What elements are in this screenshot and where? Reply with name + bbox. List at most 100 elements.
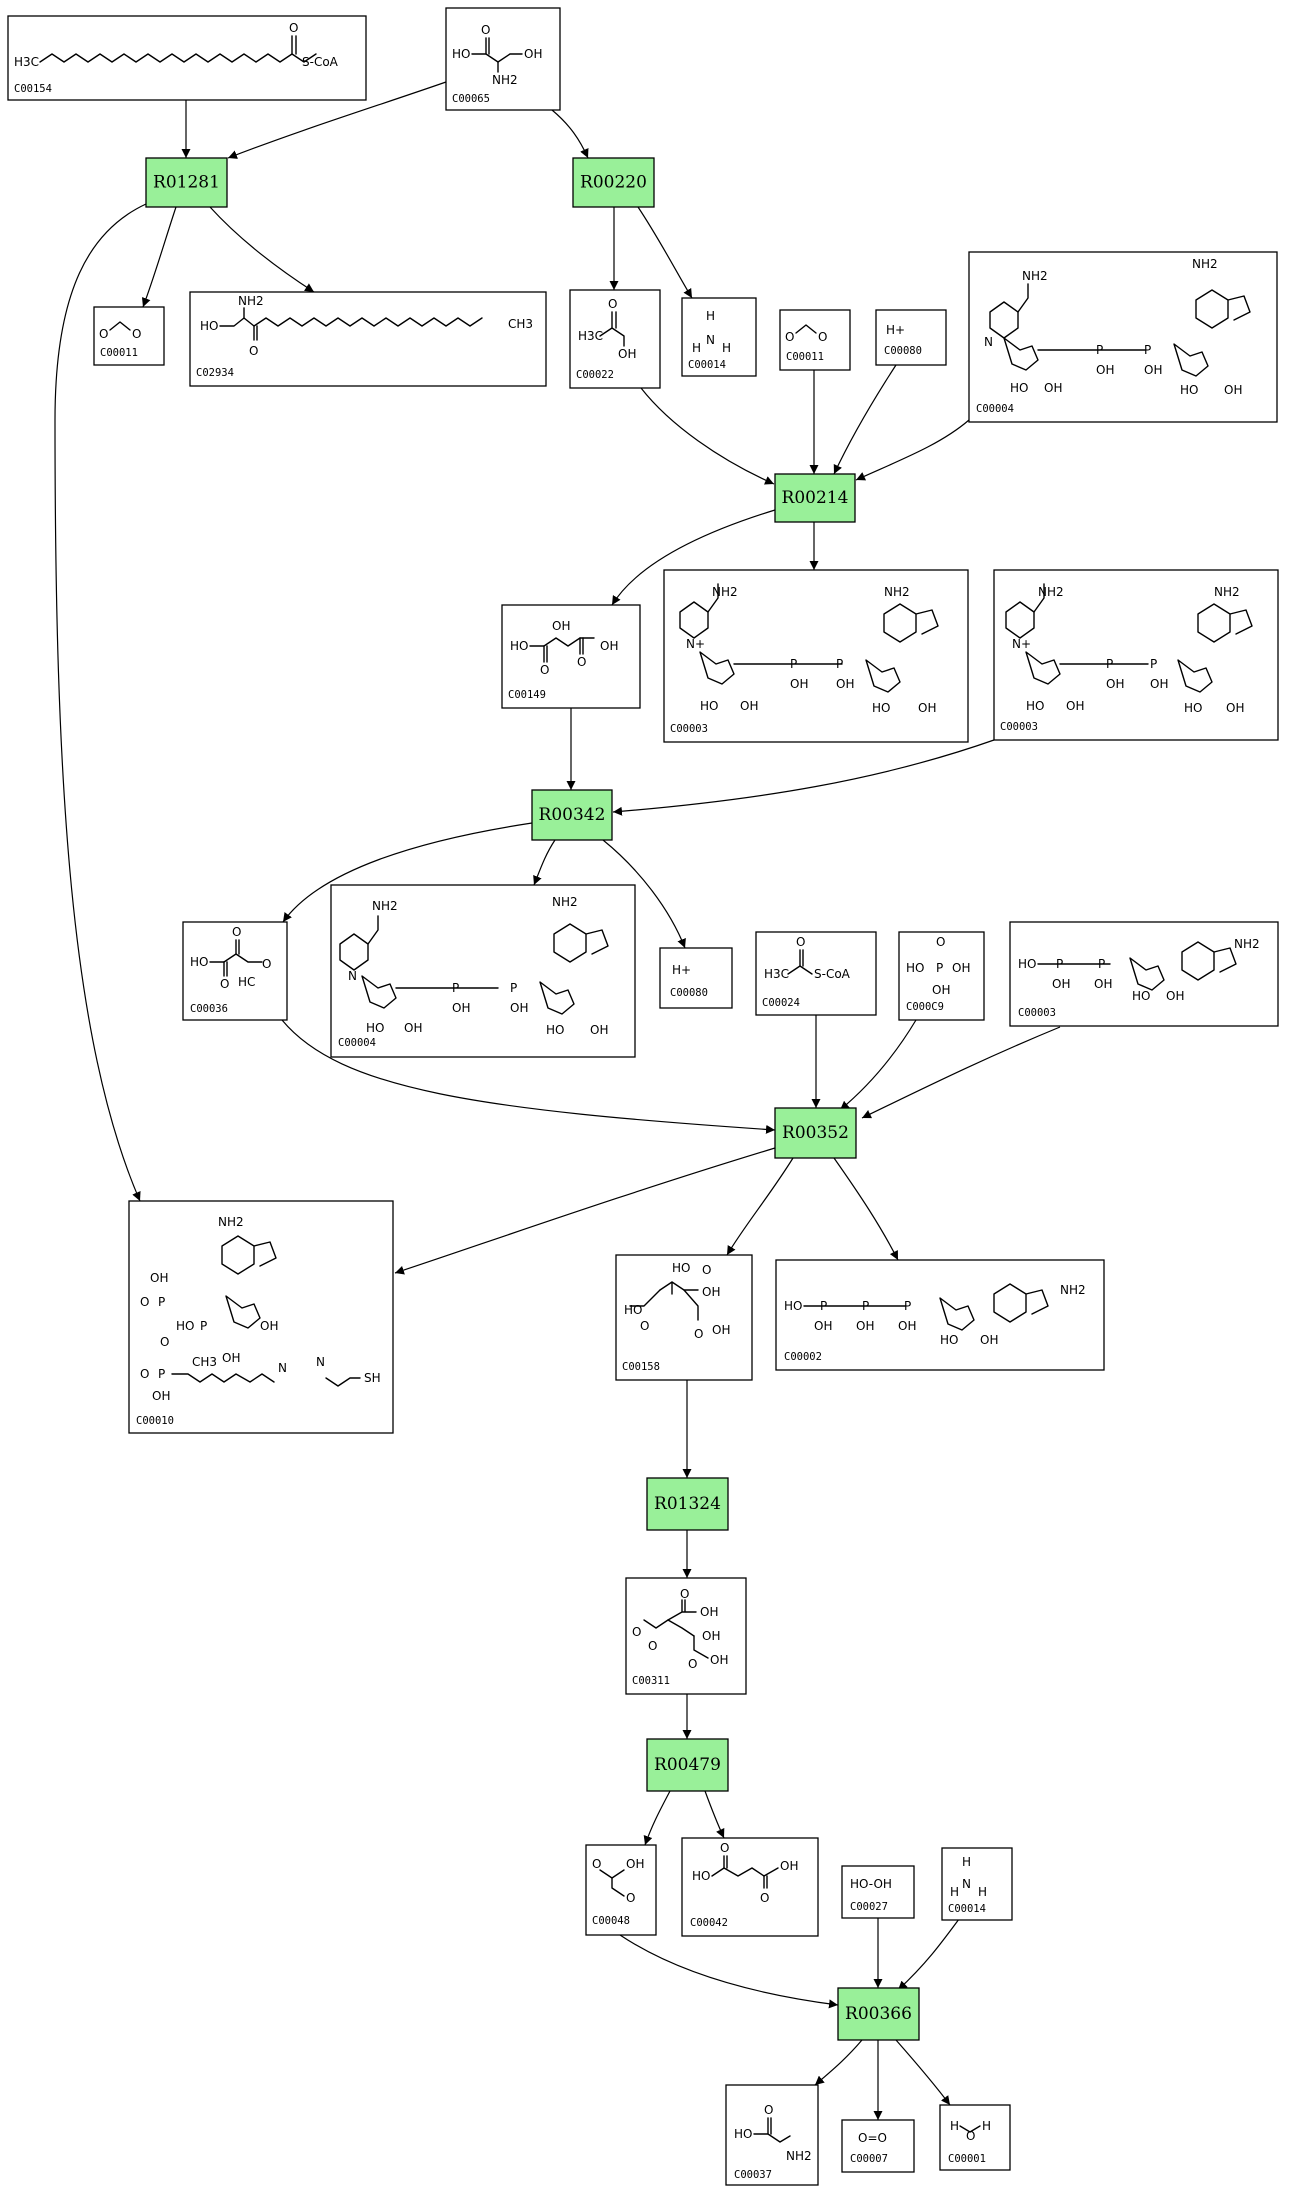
compound-box — [725, 2084, 819, 2186]
atom-label: P — [862, 1299, 869, 1313]
atom-label: O — [626, 1891, 635, 1905]
structure-bonds — [109, 321, 131, 331]
reaction-r00352[interactable]: R00352 — [774, 1107, 857, 1159]
compound-box — [841, 1865, 915, 1919]
atom-label: OH — [1044, 381, 1062, 395]
atom-label: H3C — [14, 55, 39, 69]
atom-label: N — [278, 1361, 287, 1375]
compound-id: C00154 — [14, 83, 52, 95]
reaction-r00214[interactable]: R00214 — [774, 473, 856, 523]
compound-c00004-a[interactable]: NH2 N HO OH P P OH OH HO OH NH2 C00004 — [968, 251, 1278, 423]
compound-c00022[interactable]: H3C O OH C00022 — [569, 289, 661, 389]
reaction-label: R01281 — [153, 173, 220, 193]
compound-c00048[interactable]: O OH O C00048 — [585, 1844, 657, 1936]
compound-c02934[interactable]: HO NH2 O CH3 C02934 — [189, 291, 547, 387]
compound-c00158[interactable]: HO O OH HO O O OH C00158 — [615, 1254, 753, 1381]
reaction-r00220[interactable]: R00220 — [572, 157, 655, 208]
compound-c00154[interactable]: H3C O S-CoA C00154 — [7, 15, 367, 101]
reaction-box — [531, 789, 613, 841]
atom-label: HO — [1026, 699, 1044, 713]
atom-label: O — [632, 1625, 641, 1639]
compound-c00003-c[interactable]: HO P P OH OH HO OH NH2 C00003 — [1009, 921, 1279, 1027]
atom-label: P — [158, 1295, 165, 1309]
compound-c00042[interactable]: HO O O OH C00042 — [681, 1837, 819, 1937]
compound-c00010[interactable]: NH2 OH OH O P HO P O O P OH CH3 OH N N S… — [128, 1200, 394, 1434]
structure-bonds — [707, 583, 719, 613]
compound-c00080-a[interactable]: H+ C00080 — [875, 309, 947, 366]
compound-c00003-b[interactable]: NH2 N+ HO OH P P OH OH HO OH NH2 C00003 — [993, 569, 1279, 741]
compound-c00001[interactable]: H O H C00001 — [939, 2104, 1011, 2171]
atom-label: N+ — [1012, 637, 1031, 651]
compound-c00009[interactable]: O HO P OH OH C000C9 — [898, 931, 985, 1021]
reaction-label: R00366 — [845, 2004, 912, 2024]
atom-label: OH — [1094, 977, 1112, 991]
atom-label: OH — [590, 1023, 608, 1037]
structure-bonds — [611, 1877, 625, 1897]
compound-c00014-b[interactable]: H N H H C00014 — [941, 1847, 1013, 1921]
atom-label: O — [540, 663, 549, 677]
atom-label: NH2 — [786, 2149, 812, 2163]
atom-label: NH2 — [1038, 585, 1064, 599]
atom-label: O — [702, 1263, 711, 1277]
edge-c00048-r00366 — [619, 1934, 839, 2009]
compound-c00037[interactable]: HO O NH2 C00037 — [725, 2084, 819, 2186]
compound-c00011-b[interactable]: O O C00011 — [779, 309, 851, 371]
compound-box — [941, 1847, 1013, 1921]
edge-r00366-c00001 — [895, 2039, 951, 2106]
structure-bonds — [39, 53, 317, 63]
reaction-box — [572, 157, 655, 208]
atom-label: O — [760, 1891, 769, 1905]
compound-box — [585, 1844, 657, 1936]
reaction-r00342[interactable]: R00342 — [531, 789, 613, 841]
compound-c00014-a[interactable]: H N H H C00014 — [681, 297, 757, 377]
structure-bonds — [799, 949, 804, 967]
compound-c00036[interactable]: HO O O HC O C00036 — [182, 921, 288, 1021]
atom-label: P — [1106, 657, 1113, 671]
compound-c00149[interactable]: HO O O OH OH C00149 — [501, 604, 641, 709]
compound-c00065[interactable]: HO O NH2 OH C00065 — [445, 7, 561, 111]
compound-c00011-a[interactable]: O O C00011 — [93, 306, 165, 366]
reaction-r01281[interactable]: R01281 — [145, 157, 228, 208]
atom-label: HO — [1180, 383, 1198, 397]
compound-c00004-b[interactable]: NH2 N HO OH P P OH OH HO OH NH2 C00004 — [330, 884, 636, 1058]
reaction-label: R00352 — [782, 1123, 849, 1143]
atom-label: H+ — [672, 963, 691, 977]
structure-bonds — [543, 645, 548, 663]
compound-id: C00010 — [136, 1415, 174, 1427]
structure-bonds — [693, 1635, 709, 1659]
atom-label: OH — [260, 1319, 278, 1333]
compound-c00007[interactable]: O=O C00007 — [841, 2119, 915, 2173]
edge-r00342-c00080b — [602, 839, 686, 949]
structure-bonds — [579, 637, 584, 655]
compound-c00027[interactable]: HO-OH C00027 — [841, 1865, 915, 1919]
structure-bonds — [667, 1599, 697, 1621]
edge-r00342-c00004b — [533, 839, 556, 886]
compound-c00024[interactable]: H3C O S-CoA C00024 — [755, 931, 877, 1016]
atom-label: O — [577, 655, 586, 669]
atom-label: SH — [364, 1371, 381, 1385]
atom-label: HO — [784, 1299, 802, 1313]
atom-label: H3C — [764, 967, 789, 981]
atom-label: OH — [452, 1001, 470, 1015]
reaction-box — [646, 1477, 729, 1531]
reaction-r01324[interactable]: R01324 — [646, 1477, 729, 1531]
edge-c00003b-r00342 — [612, 739, 995, 816]
atom-label: O — [764, 2103, 773, 2117]
compound-c00002[interactable]: HO P P P OH OH OH HO OH NH2 C00002 — [775, 1259, 1105, 1371]
structure-bonds — [171, 1373, 275, 1383]
compound-box — [569, 289, 661, 389]
atom-label: N — [984, 335, 993, 349]
structure-bonds — [1195, 289, 1251, 329]
atom-label: OH — [1106, 677, 1124, 691]
atom-label: OH — [700, 1605, 718, 1619]
reaction-r00479[interactable]: R00479 — [646, 1738, 729, 1792]
compound-c00311[interactable]: O OH O O OH O OH C00311 — [625, 1577, 747, 1695]
reaction-box — [774, 1107, 857, 1159]
reaction-r00366[interactable]: R00366 — [837, 1987, 920, 2041]
structure-bonds — [219, 317, 483, 327]
compound-c00003-a[interactable]: NH2 N+ HO OH P P OH OH HO OH NH2 C00003 — [663, 569, 969, 743]
atom-label: O — [680, 1587, 689, 1601]
atom-label: OH — [856, 1319, 874, 1333]
edge-r01281-c00011 — [141, 206, 177, 308]
compound-c00080-b[interactable]: H+ C00080 — [659, 947, 733, 1009]
